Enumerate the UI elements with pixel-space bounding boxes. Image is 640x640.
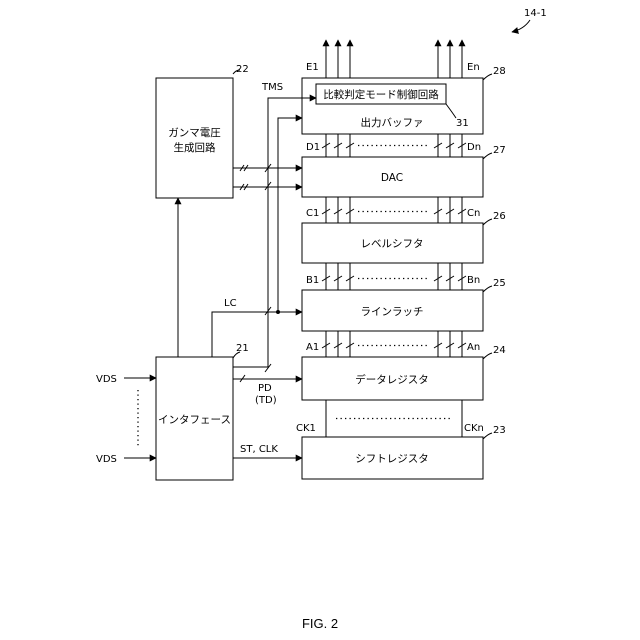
line-latch-ref: 25 [493, 278, 506, 289]
gamma-label-line1: ガンマ電圧 [168, 127, 221, 139]
output-buffer-label: 出力バッファ [361, 116, 424, 129]
level-shifter-label: レベルシフタ [361, 238, 424, 250]
shift-register-label: シフトレジスタ [355, 453, 429, 465]
label-a1: A1 [306, 342, 319, 353]
output-buffer-control-line [278, 118, 302, 312]
bus-data-register-to-line-latch [322, 331, 466, 357]
label-vds-bottom: VDS [96, 454, 117, 465]
clock-lines-shift-to-data-register [326, 400, 462, 437]
interface-label: インタフェース [158, 414, 231, 426]
shift-register-ref-leader [483, 433, 492, 439]
lc-signal-line [212, 312, 302, 357]
figure-caption: FIG. 2 [302, 616, 338, 631]
label-d1: D1 [306, 142, 320, 153]
level-shifter-ref-leader [483, 219, 492, 225]
label-e1: E1 [306, 62, 319, 73]
level-shifter-ref: 26 [493, 211, 506, 222]
bus-line-latch-to-level-shifter [322, 263, 466, 290]
compare-mode-ref: 31 [456, 118, 469, 129]
shift-register-ref: 23 [493, 425, 506, 436]
compare-mode-control-label: 比較判定モード制御回路 [323, 88, 439, 101]
data-register-label: データレジスタ [355, 373, 429, 386]
line-latch-label: ラインラッチ [361, 306, 424, 318]
label-en: En [467, 62, 480, 73]
label-c1: C1 [306, 208, 319, 219]
label-an: An [467, 342, 480, 353]
gamma-label-line2: 生成回路 [174, 141, 216, 154]
gamma-ref: 22 [236, 64, 249, 75]
label-ckn: CKn [464, 423, 484, 434]
dac-ref: 27 [493, 145, 506, 156]
dac-ref-leader [483, 153, 492, 159]
label-cn: Cn [467, 208, 480, 219]
output-buffer-ref: 28 [493, 66, 506, 77]
label-lc: LC [224, 298, 237, 309]
line-latch-ref-leader [483, 286, 492, 292]
label-ck1: CK1 [296, 423, 316, 434]
output-buffer-ref-leader [483, 74, 492, 80]
label-pd: PD [258, 383, 272, 394]
figure-ref-arrow [512, 20, 530, 32]
data-register-ref: 24 [493, 345, 506, 356]
bus-dac-to-output-buffer [322, 134, 466, 157]
data-register-ref-leader [483, 353, 492, 359]
label-b1: B1 [306, 275, 319, 286]
label-bn: Bn [467, 275, 480, 286]
figure-ref: 14-1 [524, 8, 547, 19]
label-vds-top: VDS [96, 374, 117, 385]
label-tms: TMS [261, 82, 283, 93]
label-td: (TD) [255, 395, 277, 406]
dac-label: DAC [381, 172, 403, 184]
label-dn: Dn [467, 142, 481, 153]
bus-level-shifter-to-dac [322, 197, 466, 223]
label-st-clk: ST, CLK [240, 444, 278, 455]
